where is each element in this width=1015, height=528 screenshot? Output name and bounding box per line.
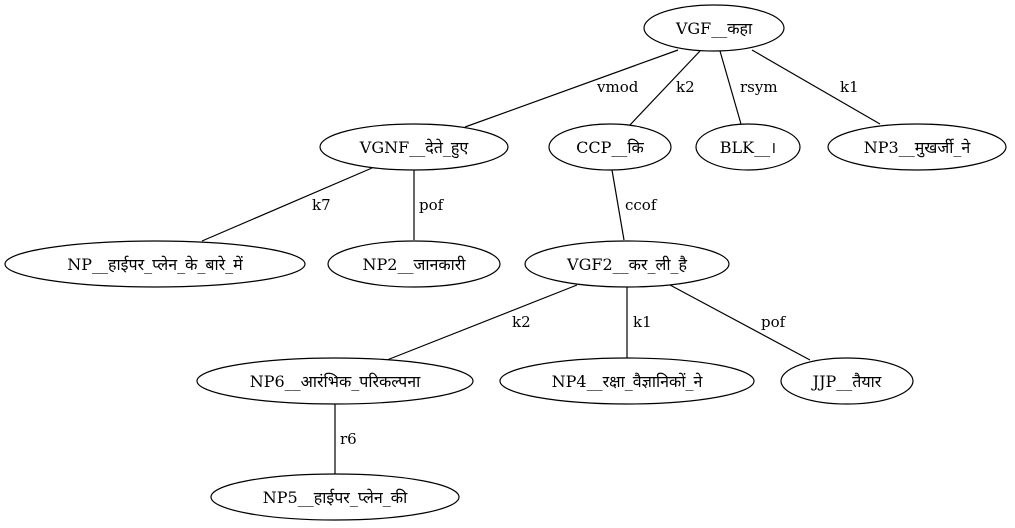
node-ellipse [695,123,801,171]
node-label: NP6__आरंभिक_परिकल्पना [250,372,421,391]
edge-root-np3 [751,49,881,125]
node-np: NP__हाईपर_प्लेन_के_बारे_में [4,240,306,288]
node-vgf2: VGF2__कर_ली_है [524,240,730,288]
edge-label-k1-root: k1 [840,78,859,96]
edge-label-k2-vgf2: k2 [512,313,531,331]
node-ellipse [319,123,509,171]
edge-label-pof-vgnf: pof [419,196,445,214]
edge-label-k1-vgf2: k1 [633,313,652,331]
node-label: JJP__तैयार [811,372,882,391]
node-label: NP2__जानकारी [363,255,467,274]
node-label: NP3__मुखर्जी_ने [864,138,972,158]
node-ccp: CCP__कि [548,123,672,171]
edge-vgf2-jjp [669,284,811,361]
node-ellipse [643,4,785,52]
node-np3: NP3__मुखर्जी_ने [827,123,1007,171]
node-label: VGF2__कर_ली_है [566,255,687,274]
edge-label-k2-root: k2 [676,78,695,96]
node-label: NP__हाईपर_प्लेन_के_बारे_में [67,255,243,274]
node-vgf-root: VGF__कहा [643,4,785,52]
node-vgnf: VGNF__देते_हुए [319,123,509,171]
node-blk: BLK__। [695,123,801,171]
edges [201,49,881,474]
node-label: BLK__। [720,138,776,157]
node-label: NP4__रक्षा_वैज्ञानिकों_ने [552,372,704,391]
node-label: CCP__कि [576,138,644,157]
node-label: VGF__कहा [675,19,753,38]
edge-label-rsym: rsym [740,78,778,96]
edge-label-k7: k7 [312,196,331,214]
edge-label-ccof: ccof [625,196,658,214]
nodes: VGF__कहा VGNF__देते_हुए CCP__कि BLK__। N… [4,4,1007,521]
node-ellipse [327,240,501,288]
edge-ccp-vgf2 [611,169,625,241]
edge-vgnf-np [201,167,373,242]
node-np2: NP2__जानकारी [327,240,501,288]
edge-root-vgnf [464,49,679,128]
node-ellipse [4,240,306,288]
node-ellipse [780,357,914,405]
node-ellipse [827,123,1007,171]
node-ellipse [499,357,755,405]
node-np6: NP6__आरंभिक_परिकल्पना [196,357,474,405]
node-np5: NP5__हाईपर_प्लेन_की [210,473,460,521]
edge-label-pof-vgf2: pof [761,313,787,331]
node-jjp: JJP__तैयार [780,357,914,405]
edge-label-r6: r6 [340,430,357,448]
node-label: NP5__हाईपर_प्लेन_की [263,488,408,507]
edge-root-blk [719,50,742,125]
node-ellipse [548,123,672,171]
node-np4: NP4__रक्षा_वैज्ञानिकों_ने [499,357,755,405]
node-label: VGNF__देते_हुए [359,138,470,159]
edge-label-vmod: vmod [596,78,639,96]
node-ellipse [196,357,474,405]
node-ellipse [210,473,460,521]
node-ellipse [524,240,730,288]
edge-root-ccp [628,50,701,127]
edge-labels: vmod k2 rsym k1 k7 pof ccof k2 k1 pof r6 [312,78,859,448]
edge-vgf2-np6 [386,284,578,361]
